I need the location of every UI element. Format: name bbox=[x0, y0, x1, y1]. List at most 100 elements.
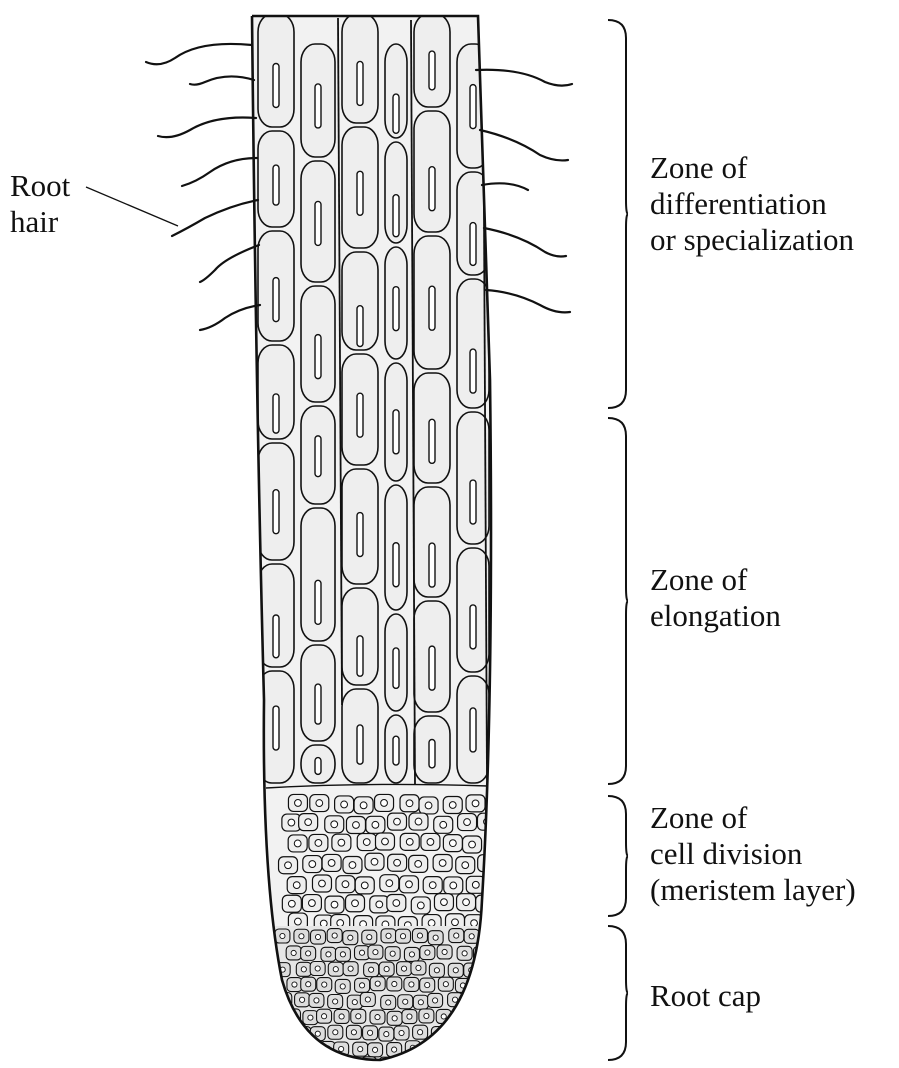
meristem-nucleus bbox=[293, 882, 300, 889]
root-cap-nucleus bbox=[434, 968, 439, 973]
root-cap-nucleus bbox=[424, 1013, 429, 1018]
root-cap-cell bbox=[277, 1026, 292, 1040]
meristem-nucleus bbox=[415, 861, 422, 868]
root-cap-cell bbox=[284, 1041, 299, 1055]
root-cap-nucleus bbox=[306, 982, 311, 987]
cell-nucleus bbox=[273, 394, 279, 433]
root-cap-nucleus bbox=[398, 1064, 403, 1068]
cell-nucleus bbox=[315, 758, 321, 775]
meristem-nucleus bbox=[393, 900, 400, 907]
root-cap-nucleus bbox=[332, 933, 337, 938]
root-cap-nucleus bbox=[292, 982, 297, 987]
root-cap-cell bbox=[472, 977, 487, 991]
root-cap-cell bbox=[487, 978, 502, 992]
meristem-nucleus bbox=[288, 819, 295, 826]
meristem-nucleus bbox=[463, 899, 470, 906]
root-cap-nucleus bbox=[282, 997, 287, 1002]
root-cap-nucleus bbox=[478, 951, 483, 956]
root-hair bbox=[482, 183, 528, 190]
root-cap-cell bbox=[481, 961, 496, 975]
root-cap-cell bbox=[292, 1059, 307, 1068]
root-cap-nucleus bbox=[452, 997, 457, 1002]
meristem-nucleus bbox=[349, 862, 356, 869]
meristem-nucleus bbox=[361, 882, 368, 889]
meristem-nucleus bbox=[316, 800, 323, 807]
root-cap-cell bbox=[429, 1059, 444, 1068]
root-hair bbox=[200, 305, 260, 330]
root-cap-label: Root cap bbox=[650, 978, 761, 1014]
root-cap-nucleus bbox=[392, 1016, 397, 1021]
root-cap-nucleus bbox=[434, 1064, 439, 1068]
root-cap-nucleus bbox=[386, 933, 391, 938]
root-cap-nucleus bbox=[340, 984, 345, 989]
meristem-nucleus bbox=[472, 881, 479, 888]
meristem-nucleus bbox=[450, 882, 457, 889]
meristem-nucleus bbox=[360, 802, 367, 809]
root-cap-nucleus bbox=[467, 1030, 472, 1035]
root-cap-cell bbox=[423, 1043, 438, 1057]
zone-brace bbox=[608, 20, 628, 408]
cell-nucleus bbox=[393, 736, 399, 765]
cell-nucleus bbox=[357, 725, 363, 764]
root-hair-pointer bbox=[86, 187, 178, 226]
root-cap-nucleus bbox=[373, 950, 378, 955]
root-cap-cell bbox=[462, 1026, 477, 1040]
root-cap-nucleus bbox=[348, 935, 353, 940]
root-cap-nucleus bbox=[470, 998, 475, 1003]
root-cap-nucleus bbox=[308, 1015, 313, 1020]
cell-nucleus bbox=[273, 278, 279, 322]
root-cap-nucleus bbox=[425, 950, 430, 955]
cell-nucleus bbox=[393, 287, 399, 331]
meristem-nucleus bbox=[493, 841, 500, 848]
root-cap-nucleus bbox=[462, 951, 467, 956]
root-hair bbox=[182, 158, 257, 186]
root-hair bbox=[158, 118, 256, 138]
root-cap-nucleus bbox=[475, 1014, 480, 1019]
root-cap-nucleus bbox=[485, 934, 490, 939]
root-cap-nucleus bbox=[358, 1047, 363, 1052]
root-cap-cell bbox=[454, 1042, 469, 1056]
root-cap-nucleus bbox=[432, 998, 437, 1003]
cell-nucleus bbox=[393, 543, 399, 587]
root-cap-nucleus bbox=[485, 1000, 490, 1005]
root-hair bbox=[200, 245, 259, 282]
root-cap-nucleus bbox=[372, 1047, 377, 1052]
root-cap-nucleus bbox=[315, 966, 320, 971]
root-cap-nucleus bbox=[409, 952, 414, 957]
zone-differentiation-label: Zone of differentiation or specializatio… bbox=[650, 150, 854, 258]
root-cap-nucleus bbox=[493, 951, 498, 956]
meristem-nucleus bbox=[496, 920, 503, 927]
root-cap-nucleus bbox=[390, 951, 395, 956]
cell-nucleus bbox=[357, 61, 363, 105]
root-cap-nucleus bbox=[384, 1031, 389, 1036]
root-cap-nucleus bbox=[315, 1031, 320, 1036]
root-cap-nucleus bbox=[375, 1014, 380, 1019]
cell-nucleus bbox=[470, 349, 476, 393]
cell-nucleus bbox=[470, 605, 476, 649]
cell-nucleus bbox=[273, 490, 279, 534]
root-cap-cell bbox=[465, 1058, 480, 1068]
meristem-nucleus bbox=[452, 919, 459, 926]
root-cap-nucleus bbox=[417, 1030, 422, 1035]
root-cap-nucleus bbox=[454, 933, 459, 938]
meristem-nucleus bbox=[406, 838, 413, 845]
cell-nucleus bbox=[315, 335, 321, 379]
meristem-nucleus bbox=[493, 878, 500, 885]
root-cap-nucleus bbox=[281, 1063, 286, 1068]
cell-nucleus bbox=[357, 393, 363, 437]
root-cap-nucleus bbox=[458, 1014, 463, 1019]
root-cap-cell bbox=[482, 1025, 497, 1039]
root-cap-nucleus bbox=[340, 952, 345, 957]
root-cap-cell bbox=[276, 1059, 291, 1068]
root-cap-nucleus bbox=[367, 935, 372, 940]
meristem-nucleus bbox=[472, 800, 479, 807]
root-cap-cell bbox=[440, 1041, 455, 1055]
root-cap-nucleus bbox=[392, 1047, 397, 1052]
meristem-nucleus bbox=[376, 901, 383, 908]
meristem-nucleus bbox=[371, 858, 378, 865]
meristem-nucleus bbox=[285, 862, 292, 869]
root-hair bbox=[486, 290, 570, 312]
meristem-nucleus bbox=[428, 920, 435, 927]
meristem-nucleus bbox=[294, 918, 301, 925]
